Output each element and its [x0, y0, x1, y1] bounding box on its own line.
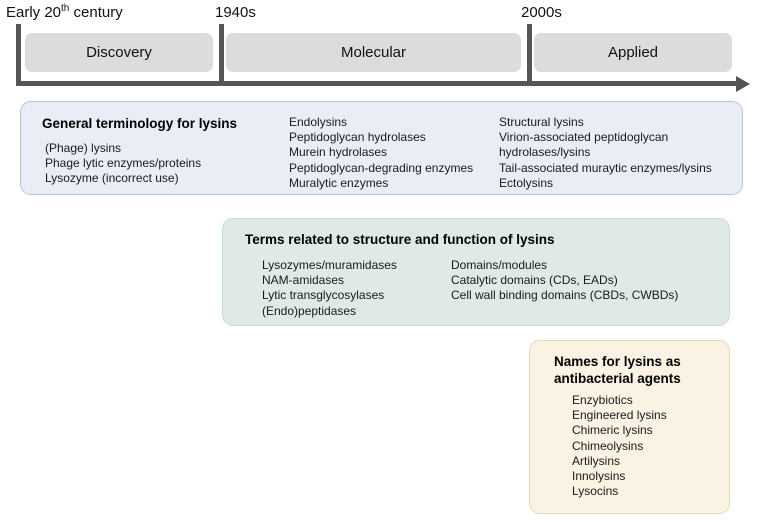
structure-function-column-2: Domains/modules Catalytic domains (CDs, …: [451, 258, 726, 304]
term-item: Chimeric lysins: [572, 423, 653, 438]
term-item: Lytic transglycosylases: [262, 288, 385, 303]
timeline-phase-discovery[interactable]: Discovery: [25, 33, 213, 72]
term-item: Engineered lysins: [572, 408, 667, 423]
timeline-phase-molecular[interactable]: Molecular: [226, 33, 521, 72]
timeline-phase-applied-label: Applied: [607, 44, 659, 61]
panel-structure-function: Terms related to structure and function …: [222, 218, 730, 326]
term-item: Peptidoglycan hydrolases: [289, 130, 426, 145]
term-item: Artilysins: [572, 453, 621, 468]
term-item: Lysocins: [572, 484, 619, 499]
term-item: Murein hydrolases: [289, 145, 388, 160]
panel-antibacterial-agents-title-line-1: Names for lysins as: [554, 354, 681, 369]
term-item: Peptidoglycan-degrading enzymes: [289, 160, 474, 175]
term-item: Phage lytic enzymes/proteins: [45, 156, 202, 171]
panel-antibacterial-agents: Names for lysins as antibacterial agents…: [529, 340, 730, 514]
structure-function-column-1: Lysozymes/muramidases NAM-amidases Lytic…: [262, 258, 452, 319]
term-item: Innolysins: [572, 469, 626, 484]
panel-antibacterial-agents-title: Names for lysins as antibacterial agents: [554, 353, 719, 387]
panel-structure-function-title: Terms related to structure and function …: [245, 232, 555, 247]
timeline-tick-1940s: [219, 24, 224, 86]
term-item: Lysozyme (incorrect use): [45, 171, 179, 186]
term-item: Tail-associated muraytic enzymes/lysins: [499, 160, 712, 175]
term-item: (Endo)peptidases: [262, 303, 357, 318]
term-item: Enzybiotics: [572, 393, 633, 407]
era-label-2000s: 2000s: [521, 4, 562, 21]
term-item: Catalytic domains (CDs, EADs): [451, 273, 618, 288]
panel-general-terminology-title: General terminology for lysins: [42, 116, 238, 131]
era-label-early-20th-century-post: century: [69, 4, 123, 21]
timeline-phase-molecular-label: Molecular: [340, 44, 407, 61]
era-label-1940s: 1940s: [215, 4, 256, 21]
era-label-early-20th-century: Early 20th century: [6, 3, 123, 22]
general-terminology-column-2: Endolysins Peptidoglycan hydrolases Mure…: [289, 115, 504, 191]
panel-antibacterial-agents-title-line-2: antibacterial agents: [554, 371, 681, 386]
timeline-phase-discovery-label: Discovery: [86, 44, 152, 61]
term-item: Ectolysins: [499, 175, 554, 190]
term-item: Domains/modules: [451, 258, 548, 272]
timeline-tick-start: [16, 24, 21, 86]
era-label-early-20th-century-pre: Early 20: [6, 4, 62, 21]
timeline-axis: [16, 81, 738, 86]
term-item: Cell wall binding domains (CBDs, CWBDs): [451, 288, 679, 303]
timeline-tick-2000s: [527, 24, 532, 86]
general-terminology-column-1: (Phage) lysins Phage lytic enzymes/prote…: [45, 141, 285, 187]
antibacterial-agents-column-1: Enzybiotics Engineered lysins Chimeric l…: [572, 393, 722, 499]
term-item: Structural lysins: [499, 115, 584, 129]
term-item: (Phage) lysins: [45, 141, 122, 155]
term-item: NAM-amidases: [262, 273, 345, 288]
general-terminology-column-3: Structural lysins Virion-associated pept…: [499, 115, 734, 191]
timeline-phase-applied[interactable]: Applied: [534, 33, 732, 72]
term-item: Muralytic enzymes: [289, 175, 389, 190]
term-item: Chimeolysins: [572, 438, 644, 453]
panel-general-terminology: General terminology for lysins (Phage) l…: [20, 101, 743, 195]
timeline-axis-arrow-icon: [736, 75, 750, 92]
timeline: Early 20th century 1940s 2000s Discovery…: [0, 0, 761, 96]
term-item: Endolysins: [289, 115, 348, 129]
term-item: Virion-associated peptidoglycan hydrolas…: [499, 130, 669, 160]
term-item: Lysozymes/muramidases: [262, 258, 397, 272]
era-label-superscript-th: th: [61, 3, 70, 14]
